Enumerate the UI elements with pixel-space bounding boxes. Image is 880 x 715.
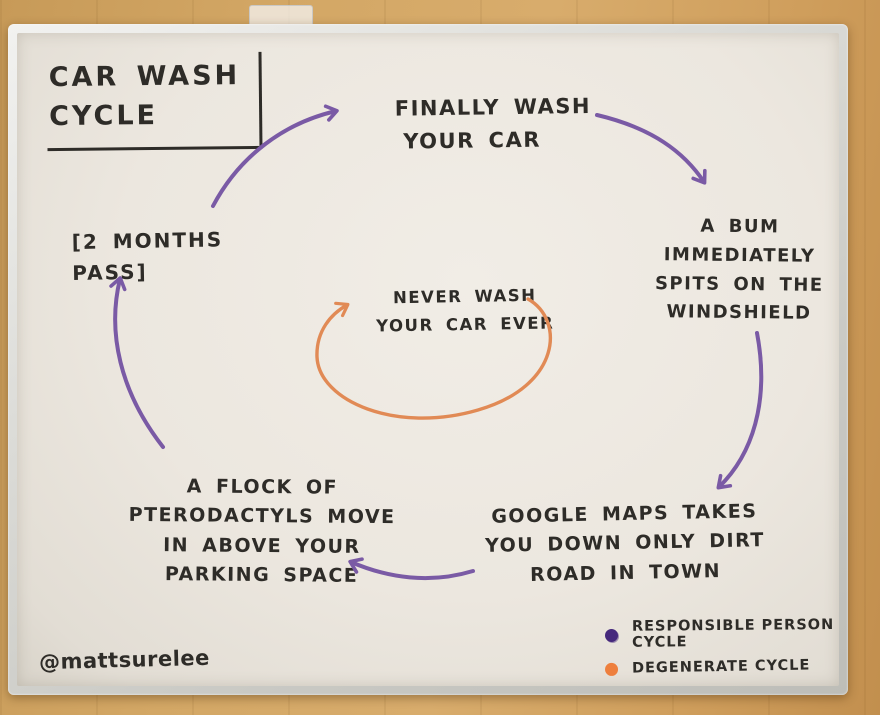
node-text-line: YOUR CAR [403,127,542,154]
node-text-line: PARKING SPACE [164,563,359,588]
node-text-line: A FLOCK OF [186,475,339,499]
node-google-maps-dirt-road: GOOGLE MAPS TAKES YOU DOWN ONLY DIRT ROA… [464,497,786,592]
legend-item-degenerate: DEGENERATE CYCLE [604,657,839,677]
diagram-title: CAR WASH CYCLE [46,51,263,152]
node-bum-spits-on-windshield: A BUM IMMEDIATELY SPITS ON THE WINDSHIEL… [641,212,837,329]
orange-dot-icon [604,662,619,676]
node-text-line: [2 MONTHS PASS] [71,227,224,286]
node-two-months-pass: [2 MONTHS PASS] [71,223,302,289]
whiteboard-surface: CAR WASH CYCLE FINALLY WASH YOUR CAR A B… [17,33,839,686]
node-text-line: IMMEDIATELY [663,244,816,267]
node-never-wash-your-car-ever: NEVER WASH YOUR CAR EVER [365,281,566,341]
legend-label: RESPONSIBLE PERSON CYCLE [631,617,835,651]
node-text-line: FINALLY WASH [394,93,592,121]
title-line: CYCLE [48,100,159,133]
whiteboard-frame: CAR WASH CYCLE FINALLY WASH YOUR CAR A B… [8,24,848,695]
node-text-line: NEVER WASH [392,285,537,308]
node-text-line: IN ABOVE YOUR [163,534,361,558]
node-finally-wash-your-car: FINALLY WASH YOUR CAR [395,89,636,157]
title-line: CAR WASH [48,60,241,94]
purple-dot-icon [604,628,619,642]
node-text-line: WINDSHIELD [666,301,812,325]
legend-item-responsible: RESPONSIBLE PERSON CYCLE [604,617,839,651]
node-pterodactyls-parking-space: A FLOCK OF PTERODACTYLS MOVE IN ABOVE YO… [111,472,412,592]
legend: RESPONSIBLE PERSON CYCLE DEGENERATE CYCL… [604,617,839,684]
node-text-line: SPITS ON THE [654,272,824,296]
artist-signature: @mattsurelee [38,645,211,675]
legend-label: DEGENERATE CYCLE [631,657,811,677]
node-text-line: PTERODACTYLS MOVE [128,504,396,529]
node-text-line: YOUR CAR EVER [376,313,555,336]
node-text-line: A BUM [700,215,780,238]
